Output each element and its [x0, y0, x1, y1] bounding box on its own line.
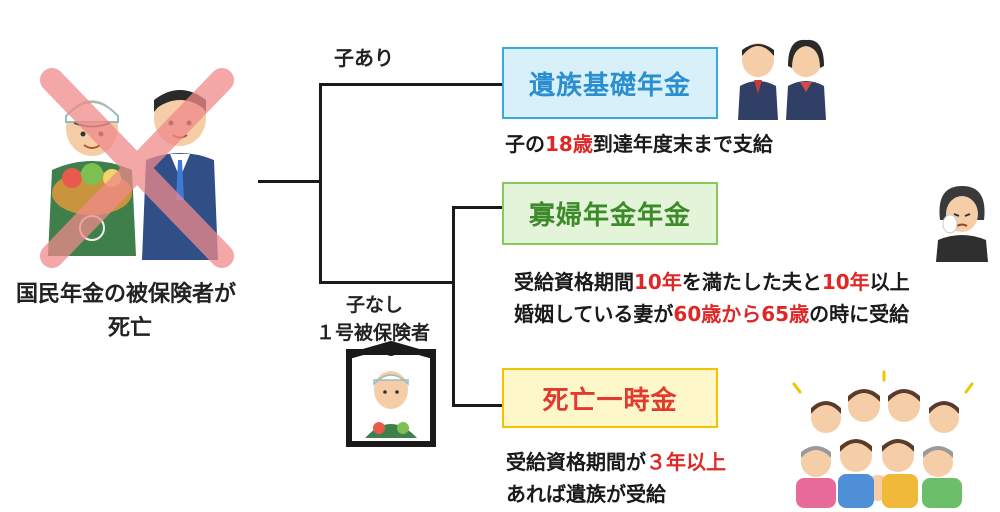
widow-pension-desc-line2: 婚姻している妻が60歳から65歳の時に受給: [514, 298, 909, 327]
branch-label-category1-insured: １号被保険者: [316, 322, 431, 344]
death-lump-sum-desc-line2: あれば遺族が受給: [506, 482, 666, 506]
desc-text: を満たした夫と: [681, 270, 822, 294]
memorial-portrait: [346, 340, 436, 447]
branch-without-child-line: [319, 281, 454, 284]
desc-text: 受給資格期間: [514, 270, 634, 294]
survivor-basic-pension-desc: 子の18歳到達年度末まで支給: [505, 128, 773, 157]
desc-highlight: 10年: [821, 270, 870, 294]
desc-text: 子の: [505, 132, 545, 156]
desc-highlight: ３年以上: [646, 450, 726, 474]
sub-vertical-line: [452, 206, 455, 406]
desc-highlight: 10年: [634, 270, 682, 294]
family-group-illustration: [792, 370, 974, 508]
desc-text: 婚姻している妻が: [514, 302, 674, 326]
desc-text: の時に受給: [809, 302, 910, 326]
cross-mark: [40, 68, 234, 268]
desc-highlight: 18歳: [545, 132, 593, 156]
widow-pension-title: 寡婦年金年金: [528, 201, 691, 231]
branch-widow-line: [452, 206, 502, 209]
branch-label-without-child: 子なし: [346, 294, 404, 316]
children-illustration: [738, 39, 826, 120]
deceased-insured-illustration: [40, 68, 234, 268]
branch-with-child-line: [319, 83, 502, 86]
death-lump-sum-title: 死亡一時金: [542, 385, 678, 416]
desc-text: 到達年度末まで支給: [592, 132, 773, 156]
desc-text: 受給資格期間が: [506, 450, 646, 474]
branch-label-with-child: 子あり: [334, 46, 394, 70]
insured-death-caption-line1: 国民年金の被保険者が: [16, 282, 237, 307]
widow-pension-box: 寡婦年金年金: [502, 182, 718, 245]
death-lump-sum-box: 死亡一時金: [502, 368, 718, 428]
insured-death-caption-line2: 死亡: [108, 316, 153, 341]
widow-pension-desc-line1: 受給資格期間10年を満たした夫と10年以上: [514, 266, 910, 295]
crying-widow-illustration: [936, 186, 988, 262]
branch-lump-sum-line: [452, 404, 502, 407]
death-lump-sum-desc-line1: 受給資格期間が３年以上: [506, 446, 726, 475]
survivor-basic-pension-box: 遺族基礎年金: [502, 47, 718, 119]
desc-highlight: 60歳から65歳: [673, 302, 810, 326]
vertical-trunk: [319, 83, 322, 283]
main-connector: [258, 180, 320, 183]
desc-text: 以上: [869, 270, 910, 294]
survivor-basic-pension-title: 遺族基礎年金: [528, 70, 691, 101]
